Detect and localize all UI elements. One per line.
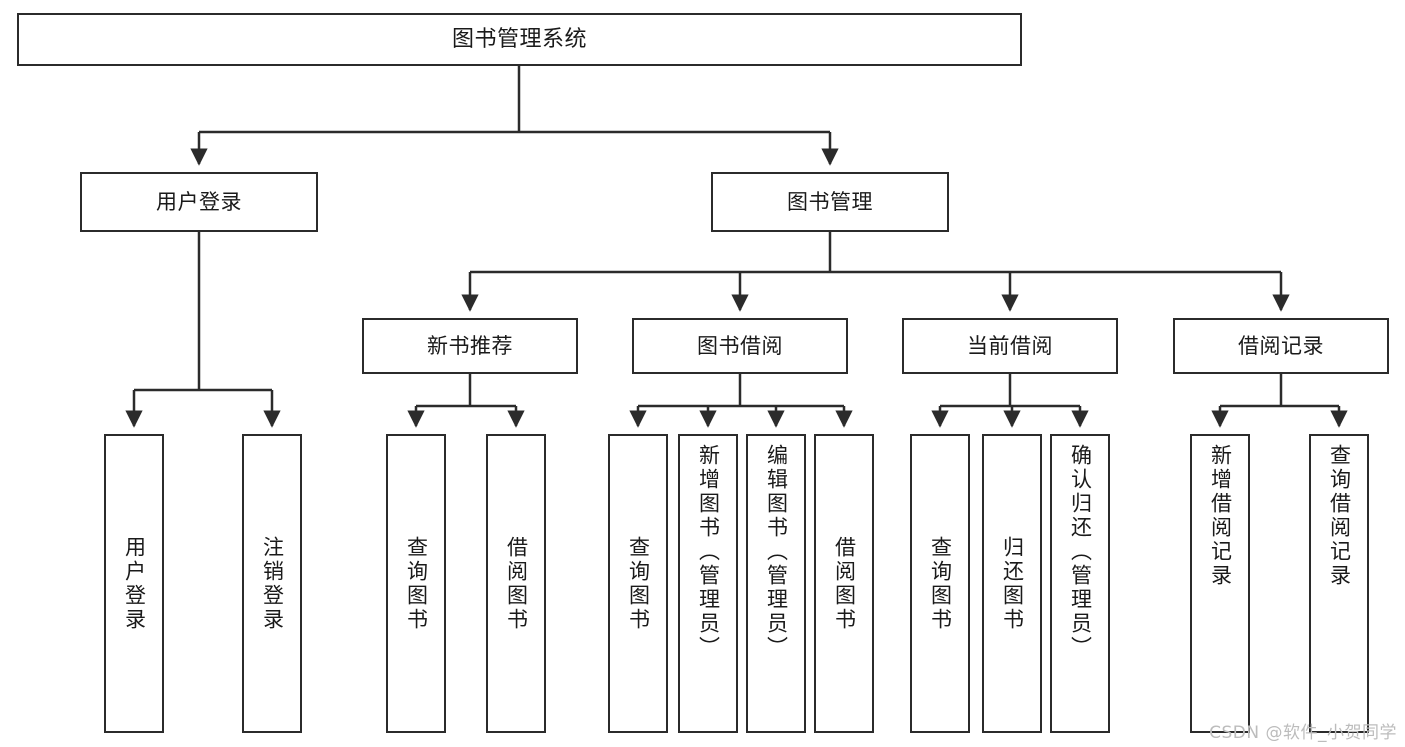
node-user-login[interactable]: 用户登录 <box>80 172 318 232</box>
node-leaf-borrow-book-1[interactable]: 借阅图书 <box>486 434 546 733</box>
node-book-manage[interactable]: 图书管理 <box>711 172 949 232</box>
node-leaf-add-record[interactable]: 新增借阅记录 <box>1190 434 1250 733</box>
node-root-system[interactable]: 图书管理系统 <box>17 13 1022 66</box>
watermark-text: CSDN @软件_小贺同学 <box>1209 723 1397 743</box>
node-leaf-query-record-label: 查询借阅记录 <box>1327 444 1352 588</box>
node-borrow-record-label: 借阅记录 <box>1238 333 1324 358</box>
node-leaf-query-book-2[interactable]: 查询图书 <box>608 434 668 733</box>
node-user-login-label: 用户登录 <box>156 189 242 214</box>
node-leaf-edit-book-label: 编辑图书（管理员） <box>764 444 789 660</box>
node-leaf-borrow-book-2[interactable]: 借阅图书 <box>814 434 874 733</box>
node-leaf-borrow-book-2-label: 借阅图书 <box>832 535 857 632</box>
node-leaf-query-record[interactable]: 查询借阅记录 <box>1309 434 1369 733</box>
node-leaf-query-book-1[interactable]: 查询图书 <box>386 434 446 733</box>
node-leaf-user-logout-label: 注销登录 <box>260 535 285 632</box>
node-leaf-return-book[interactable]: 归还图书 <box>982 434 1042 733</box>
node-leaf-user-logout[interactable]: 注销登录 <box>242 434 302 733</box>
node-leaf-confirm-return[interactable]: 确认归还（管理员） <box>1050 434 1110 733</box>
node-leaf-confirm-return-label: 确认归还（管理员） <box>1068 444 1093 660</box>
node-new-book-rec[interactable]: 新书推荐 <box>362 318 578 374</box>
node-leaf-query-book-2-label: 查询图书 <box>626 535 651 632</box>
node-leaf-query-book-3-label: 查询图书 <box>928 535 953 632</box>
node-current-borrow[interactable]: 当前借阅 <box>902 318 1118 374</box>
node-leaf-user-login-label: 用户登录 <box>122 535 147 632</box>
node-current-borrow-label: 当前借阅 <box>967 333 1053 358</box>
node-leaf-user-login[interactable]: 用户登录 <box>104 434 164 733</box>
node-book-borrow[interactable]: 图书借阅 <box>632 318 848 374</box>
node-leaf-query-book-3[interactable]: 查询图书 <box>910 434 970 733</box>
node-new-book-rec-label: 新书推荐 <box>427 333 513 358</box>
node-borrow-record[interactable]: 借阅记录 <box>1173 318 1389 374</box>
node-leaf-return-book-label: 归还图书 <box>1000 535 1025 632</box>
node-leaf-add-book-label: 新增图书（管理员） <box>696 444 721 660</box>
node-book-manage-label: 图书管理 <box>787 189 873 214</box>
node-leaf-add-record-label: 新增借阅记录 <box>1208 444 1233 588</box>
node-leaf-add-book[interactable]: 新增图书（管理员） <box>678 434 738 733</box>
node-root-label: 图书管理系统 <box>451 26 587 52</box>
node-leaf-borrow-book-1-label: 借阅图书 <box>504 535 529 632</box>
node-book-borrow-label: 图书借阅 <box>697 333 783 358</box>
node-leaf-edit-book[interactable]: 编辑图书（管理员） <box>746 434 806 733</box>
node-leaf-query-book-1-label: 查询图书 <box>404 535 429 632</box>
